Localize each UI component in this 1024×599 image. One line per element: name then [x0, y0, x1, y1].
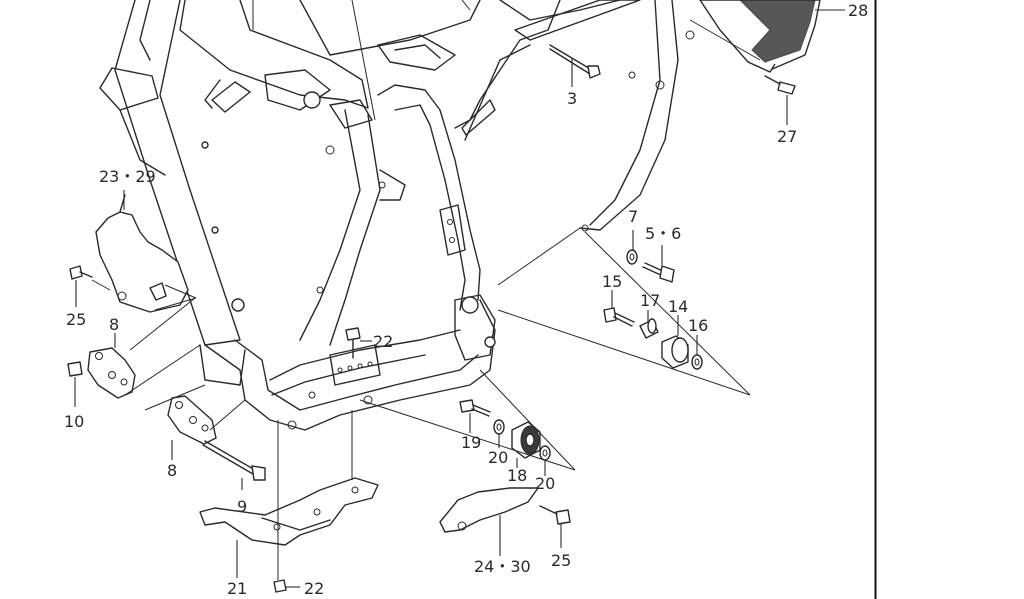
label-23-29: 23・29: [99, 167, 156, 186]
label-20-right: 20: [535, 474, 555, 493]
label-22-upper: 22: [373, 332, 393, 351]
engine-mount-plate-8-upper: [87, 333, 136, 399]
label-10: 10: [64, 412, 84, 431]
label-21: 21: [227, 579, 247, 598]
label-24-30: 24・30: [474, 557, 531, 576]
bolt-5-6: [642, 245, 675, 283]
label-16: 16: [688, 316, 708, 335]
label-3: 3: [567, 89, 577, 108]
bolt-22-lower: [273, 579, 300, 593]
bolt-22-upper: [345, 327, 372, 359]
collar-17: [639, 310, 659, 339]
bolt-9: [202, 440, 266, 490]
rear-rail-part: [461, 0, 641, 136]
label-8-upper: 8: [109, 315, 119, 334]
label-14: 14: [668, 297, 688, 316]
label-28: 28: [848, 1, 868, 20]
label-25-right: 25: [551, 551, 571, 570]
label-5-6: 5・6: [645, 224, 681, 243]
label-8-lower: 8: [167, 461, 177, 480]
bolt-27: [764, 75, 796, 125]
nut-10: [67, 361, 83, 407]
skid-plate-21: [199, 477, 379, 578]
washer-16: [691, 335, 703, 370]
label-27: 27: [777, 127, 797, 146]
bolt-19: [459, 399, 491, 433]
label-19: 19: [461, 433, 481, 452]
label-18: 18: [507, 466, 527, 485]
label-20-left: 20: [488, 448, 508, 467]
label-7: 7: [628, 207, 638, 226]
bolt-25-right: [539, 505, 571, 548]
label-15: 15: [602, 272, 622, 291]
part-28-cover: [699, 0, 845, 73]
bushing-18: [511, 421, 541, 468]
washer-7: [626, 230, 638, 265]
label-17: 17: [640, 291, 660, 310]
frame-guard-23-29: [95, 190, 189, 313]
label-9: 9: [237, 497, 247, 516]
bushing-14: [661, 315, 689, 369]
guard-24-30: [439, 487, 539, 556]
bolt-25-left: [69, 265, 93, 307]
engine-mount-plate-8-lower: [167, 395, 217, 460]
label-22-lower: 22: [304, 579, 324, 598]
motorcycle-frame: [99, 0, 695, 431]
part-labels: 3 28 27 23・29 25 8 10 22 7 5・6 15 17 14 …: [64, 1, 868, 598]
label-25-left: 25: [66, 310, 86, 329]
assembly-lines: [91, 0, 761, 580]
bolt-3: [549, 44, 601, 87]
bolt-15: [603, 290, 635, 327]
